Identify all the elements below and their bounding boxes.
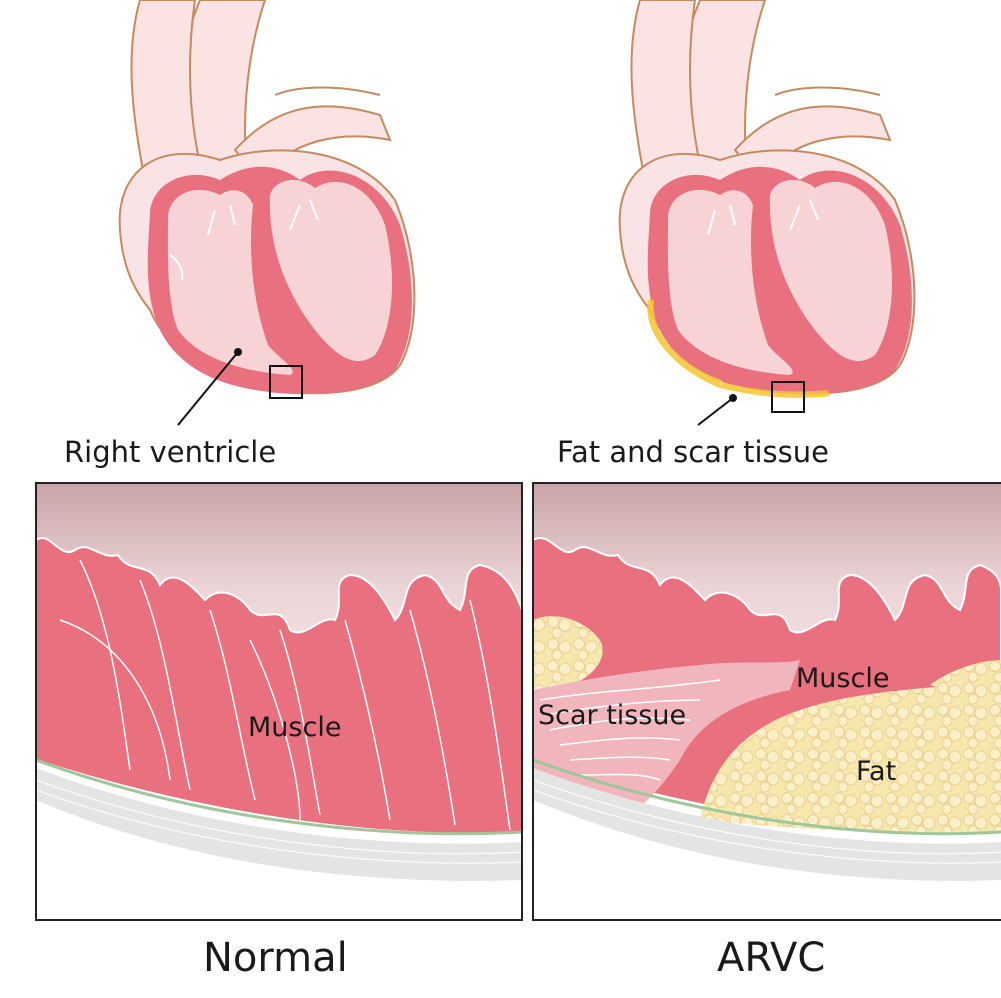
- right-ventricle-label: Right ventricle: [64, 435, 276, 469]
- arvc-caption: ARVC: [717, 935, 825, 981]
- normal-muscle-label: Muscle: [248, 712, 341, 743]
- fat-scar-tissue-label: Fat and scar tissue: [557, 435, 829, 469]
- normal-panel: [36, 483, 522, 920]
- arvc-heart: [620, 0, 915, 425]
- arvc-scar-tissue-label: Scar tissue: [538, 700, 686, 731]
- normal-caption: Normal: [203, 935, 348, 981]
- normal-heart: [120, 0, 415, 425]
- arvc-fat-label: Fat: [856, 756, 896, 787]
- arvc-muscle-label: Muscle: [796, 663, 889, 694]
